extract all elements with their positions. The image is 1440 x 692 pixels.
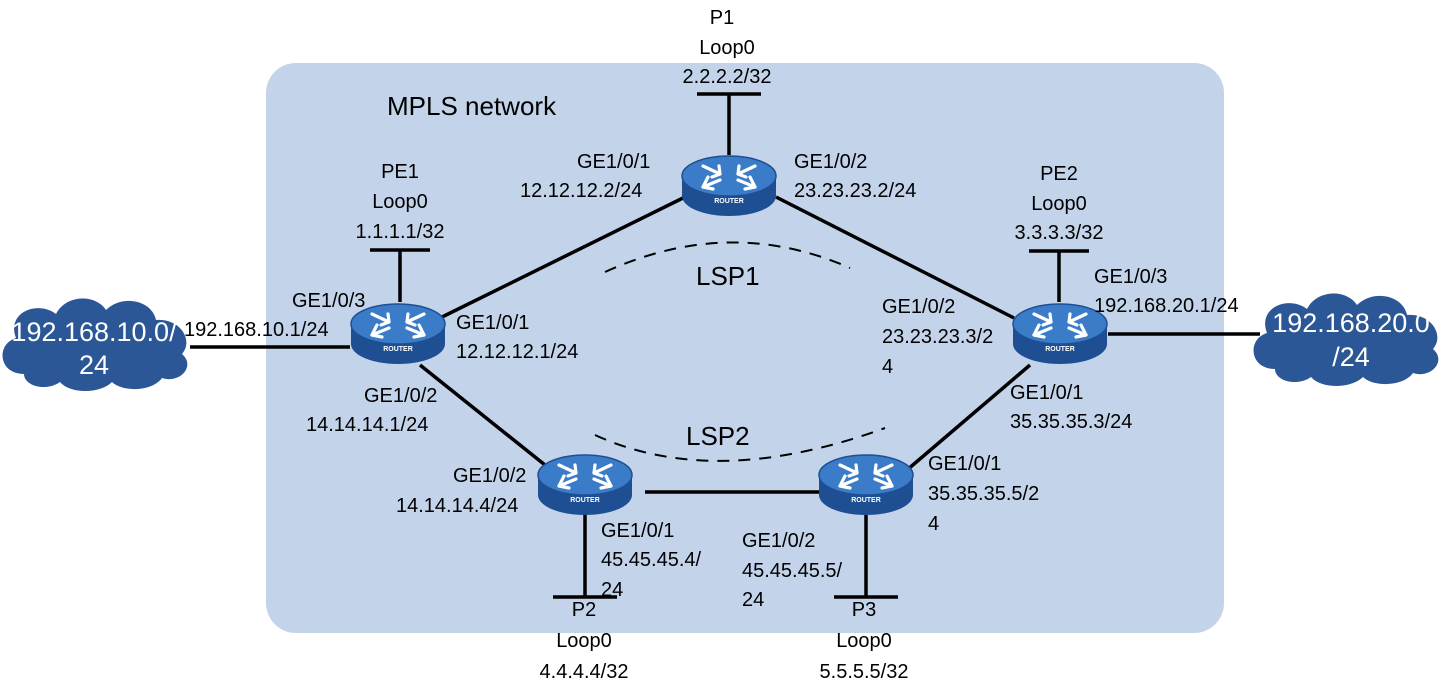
link-pe1-p2 (418, 363, 547, 467)
pe1-ge3-ip: 192.168.10.1/24 (184, 319, 329, 341)
p3-ge2-name: GE1/0/2 (742, 530, 815, 552)
p3-name: P3 (852, 599, 876, 621)
p2-ge1-name: GE1/0/1 (601, 520, 674, 542)
pe2-name: PE2 (1040, 163, 1078, 185)
link-pe1-p1 (439, 195, 686, 320)
lsp2-label: LSP2 (686, 421, 750, 451)
pe2-ge1-name: GE1/0/1 (1010, 382, 1083, 404)
link-pe2-p3 (905, 363, 1032, 472)
p2-loop: Loop0 (556, 630, 612, 652)
link-p1-pe2 (775, 195, 1015, 320)
pe2-ge3-name: GE1/0/3 (1094, 266, 1167, 288)
router-p2[interactable]: ROUTER (536, 453, 634, 517)
router-p1[interactable]: ROUTER (680, 154, 778, 218)
p3-loop-ip: 5.5.5.5/32 (820, 661, 909, 683)
interface-labels: GE1/0/1 12.12.12.2/24 GE1/0/2 23.23.23.2… (184, 151, 1239, 611)
pe2-ge2-ip-wrap: 4 (882, 356, 893, 378)
p1-ge2-ip: 23.23.23.2/24 (794, 180, 916, 202)
pe1-loop: Loop0 (372, 191, 428, 213)
lsp1-label: LSP1 (696, 261, 760, 291)
router-icon (1011, 302, 1109, 366)
p1-ge1-ip: 12.12.12.2/24 (520, 180, 642, 202)
p2-ge1-ip-wrap: 24 (601, 579, 623, 601)
pe1-name: PE1 (381, 161, 419, 183)
router-p1-text: ROUTER (714, 198, 744, 205)
router-icon (349, 302, 447, 366)
p2-ge2-name: GE1/0/2 (453, 465, 526, 487)
router-pe2-text: ROUTER (1045, 346, 1075, 353)
lsp1-path (604, 241, 851, 273)
router-p3-text: ROUTER (851, 497, 881, 504)
pe2-loop: Loop0 (1031, 193, 1087, 215)
pe1-loop-labels: PE1 Loop0 1.1.1.1/32 (356, 161, 445, 243)
p3-ge2-ip: 45.45.45.5/ (742, 560, 843, 582)
p1-loop: Loop0 (699, 37, 755, 59)
pe1-ge1-ip: 12.12.12.1/24 (456, 341, 578, 363)
cloud-right-line2: /24 (1332, 342, 1370, 372)
p3-ge1-name: GE1/0/1 (928, 453, 1001, 475)
pe1-loop-ip: 1.1.1.1/32 (356, 221, 445, 243)
router-icon (817, 453, 915, 517)
router-icon (536, 453, 634, 517)
cloud-left-line1: 192.168.10.0/ (11, 317, 177, 347)
lsp2-path (594, 427, 886, 462)
pe1-ge2-ip: 14.14.14.1/24 (306, 414, 428, 436)
pe1-ge3-name: GE1/0/3 (292, 290, 365, 312)
cloud-right: 192.168.20.0 /24 (1253, 293, 1439, 386)
cloud-left-line2: 24 (79, 350, 109, 380)
pe1-ge1-name: GE1/0/1 (456, 312, 529, 334)
p2-name: P2 (572, 599, 596, 621)
p2-ge2-ip: 14.14.14.4/24 (396, 495, 518, 517)
pe2-ge2-name: GE1/0/2 (882, 296, 955, 318)
cloud-right-line1: 192.168.20.0 (1272, 308, 1430, 338)
p2-loop-ip: 4.4.4.4/32 (540, 661, 629, 683)
p3-loop-labels: P3 Loop0 5.5.5.5/32 (820, 599, 909, 683)
p3-ge1-ip: 35.35.35.5/2 (928, 483, 1039, 505)
pe1-ge2-name: GE1/0/2 (364, 385, 437, 407)
pe2-loop-labels: PE2 Loop0 3.3.3.3/32 (1015, 163, 1104, 244)
p1-loop-labels: P1 Loop0 2.2.2.2/32 (683, 7, 772, 88)
p3-ge1-ip-wrap: 4 (928, 513, 939, 535)
p2-ge1-ip: 45.45.45.4/ (601, 549, 702, 571)
router-p2-text: ROUTER (570, 497, 600, 504)
pe2-ge3-ip: 192.168.20.1/24 (1094, 295, 1239, 317)
p1-ge1-name: GE1/0/1 (577, 151, 650, 173)
router-pe1-text: ROUTER (383, 346, 413, 353)
mpls-network-title: MPLS network (387, 91, 557, 121)
router-icon (680, 154, 778, 218)
links (190, 92, 1260, 599)
p3-ge2-ip-wrap: 24 (742, 589, 764, 611)
pe2-loop-ip: 3.3.3.3/32 (1015, 222, 1104, 244)
mpls-network-area (266, 63, 1224, 633)
router-p3[interactable]: ROUTER (817, 453, 915, 517)
pe2-ge2-ip: 23.23.23.3/2 (882, 326, 993, 348)
p1-loop-ip: 2.2.2.2/32 (683, 66, 772, 88)
pe2-ge1-ip: 35.35.35.3/24 (1010, 411, 1132, 433)
router-pe2[interactable]: ROUTER (1011, 302, 1109, 366)
router-pe1[interactable]: ROUTER (349, 302, 447, 366)
p3-loop: Loop0 (836, 630, 892, 652)
cloud-left: 192.168.10.0/ 24 (2, 298, 188, 391)
p2-loop-labels: P2 Loop0 4.4.4.4/32 (540, 599, 629, 683)
p1-ge2-name: GE1/0/2 (794, 151, 867, 173)
p1-name: P1 (710, 7, 734, 29)
